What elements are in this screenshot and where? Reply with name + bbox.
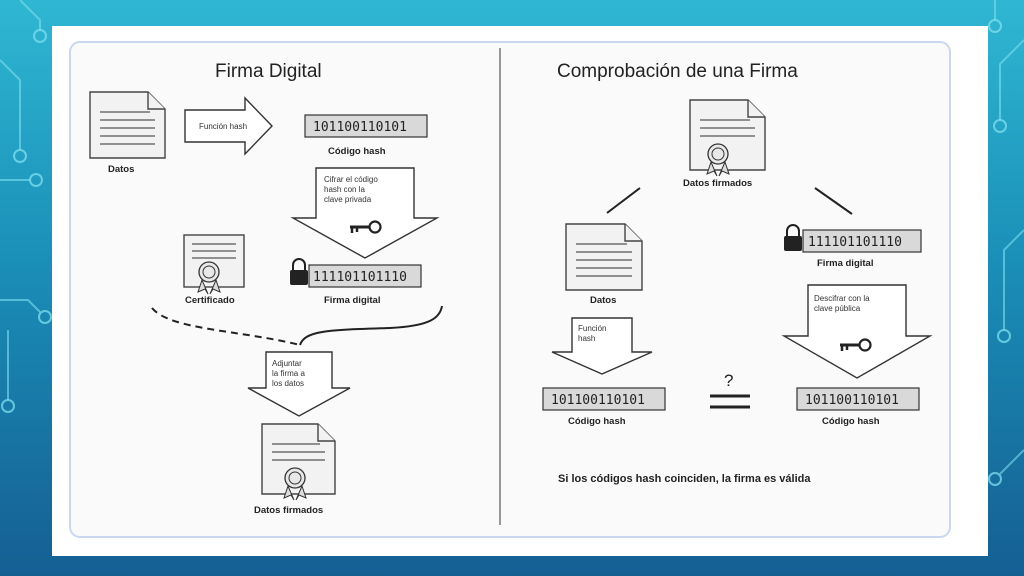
right-datos-label: Datos	[590, 295, 616, 306]
left-datos-label: Datos	[108, 164, 134, 175]
left-adjuntar-line-1: Adjuntar	[272, 359, 302, 368]
right-descifrar-line-1: Descifrar con la	[814, 294, 870, 303]
left-signature-caption: Firma digital	[324, 295, 380, 306]
document-icon	[565, 223, 643, 291]
right-signature-caption: Firma digital	[817, 258, 873, 269]
split-line-left	[606, 187, 641, 214]
left-signed-label: Datos firmados	[254, 505, 323, 516]
left-adjuntar-line-3: los datos	[272, 379, 304, 388]
left-hash-func-label: Función hash	[199, 122, 247, 131]
arrow-down-icon	[247, 351, 351, 417]
right-hash-func-line-2: hash	[578, 334, 595, 343]
right-hash-caption-left: Código hash	[568, 416, 626, 427]
signed-document-icon	[261, 423, 336, 501]
left-hash-value: 101100110101	[313, 120, 407, 135]
equals-icon	[710, 394, 750, 409]
conclusion-text: Si los códigos hash coinciden, la firma …	[558, 473, 811, 485]
left-title: Firma Digital	[215, 61, 322, 82]
circuit-decoration-right	[988, 0, 1024, 486]
arrow-down-icon	[781, 284, 933, 379]
signature-connector	[299, 305, 443, 346]
right-hash-value-left: 101100110101	[551, 393, 645, 408]
right-signed-label: Datos firmados	[683, 178, 752, 189]
lock-icon	[784, 224, 802, 251]
left-cifrar-line-1: Cifrar el código	[324, 175, 378, 184]
split-line-right	[814, 187, 853, 215]
left-hash-caption: Código hash	[328, 146, 386, 157]
arrow-down-icon	[290, 167, 440, 259]
certificate-connector	[151, 307, 301, 346]
right-signature-value: 111101101110	[808, 235, 902, 250]
right-hash-box-right	[796, 387, 920, 411]
right-descifrar-line-2: clave pública	[814, 304, 861, 313]
left-cifrar-line-3: clave privada	[324, 195, 372, 204]
right-hash-func-line-1: Función	[578, 324, 606, 333]
left-cifrar-line-2: hash con la	[324, 185, 365, 194]
left-signature-value: 111101101110	[313, 270, 407, 285]
question-mark: ?	[724, 371, 733, 390]
left-adjuntar-line-2: la firma a	[272, 369, 305, 378]
right-hash-value-right: 101100110101	[805, 393, 899, 408]
document-icon	[89, 91, 166, 159]
lock-icon	[290, 258, 308, 285]
key-icon	[840, 338, 872, 352]
right-signature-box	[802, 229, 922, 253]
certificate-icon	[183, 234, 245, 295]
left-hash-box	[304, 114, 428, 138]
circuit-decoration-left	[0, 0, 52, 413]
arrow-right-icon	[184, 96, 273, 156]
right-hash-caption-right: Código hash	[822, 416, 880, 427]
signed-document-icon	[689, 99, 766, 177]
right-title: Comprobación de una Firma	[557, 61, 798, 82]
key-icon	[350, 220, 382, 234]
left-certificado-label: Certificado	[185, 295, 235, 306]
right-hash-box-left	[542, 387, 666, 411]
arrow-down-icon	[551, 317, 653, 375]
left-signature-box	[308, 264, 422, 288]
